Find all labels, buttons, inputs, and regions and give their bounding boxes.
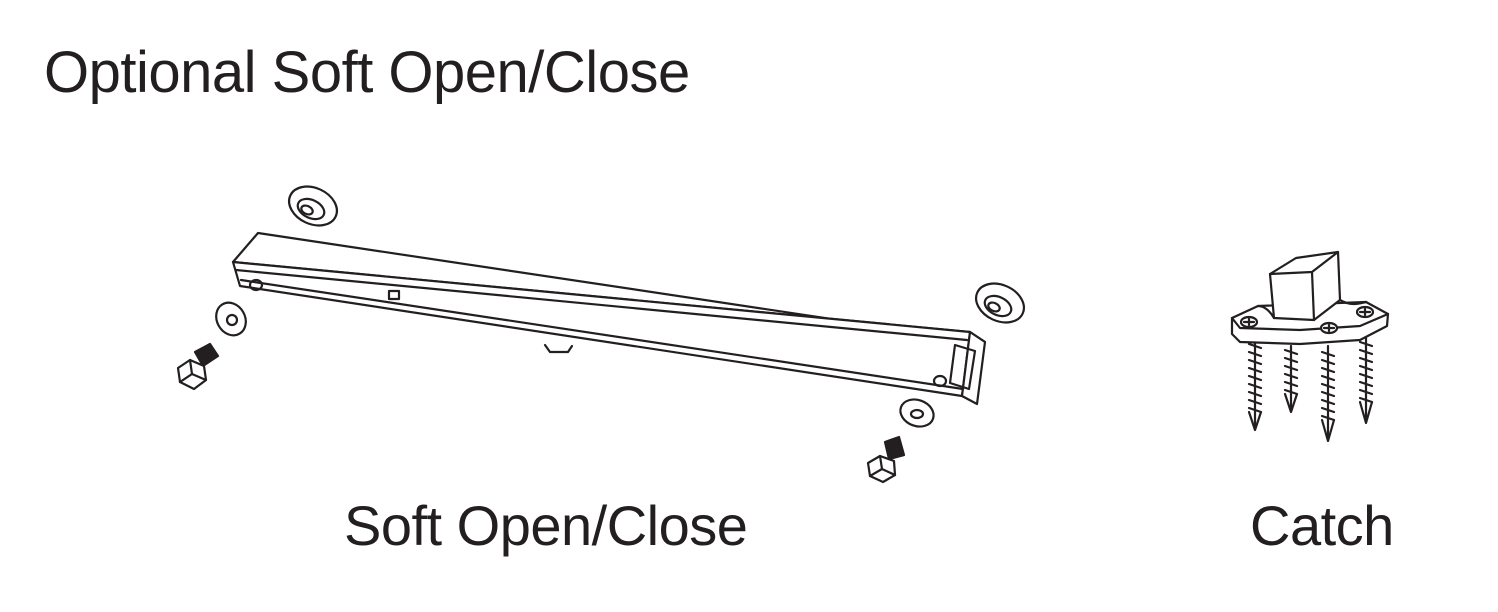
spacer-ring-icon <box>283 179 344 233</box>
screw-icon <box>1360 336 1372 423</box>
bolt-icon <box>868 437 904 482</box>
soft-close-damper-icon <box>233 233 985 404</box>
washer-icon <box>210 297 251 340</box>
screw-icon <box>1249 340 1261 430</box>
spacer-ring-icon <box>970 276 1031 330</box>
catch-label: Catch <box>1250 494 1394 557</box>
bolt-icon <box>178 344 218 389</box>
screw-icon <box>1285 346 1297 412</box>
catch-with-screws-icon <box>1232 252 1388 441</box>
screw-icon <box>1322 346 1334 441</box>
page-title: Optional Soft Open/Close <box>44 40 690 105</box>
washer-icon <box>897 395 938 431</box>
soft-close-label: Soft Open/Close <box>344 494 748 557</box>
